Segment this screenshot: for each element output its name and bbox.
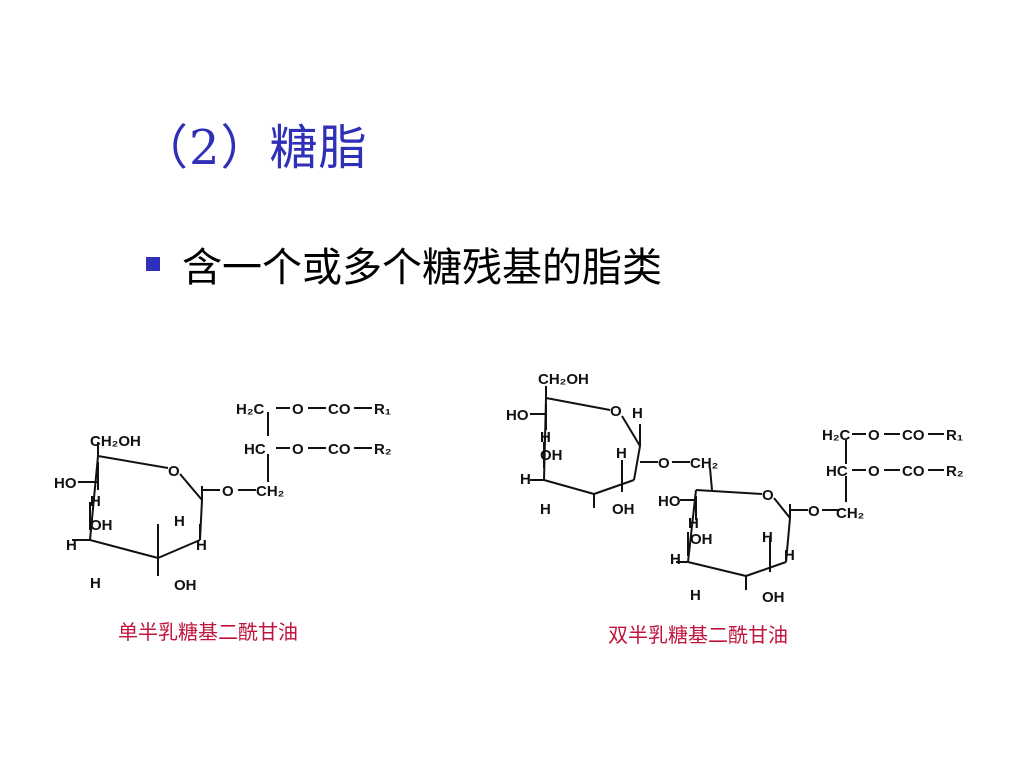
dgdg-caption: 双半乳糖基二酰甘油 <box>608 623 788 647</box>
dgdg-h2-c1: H <box>784 547 795 564</box>
slide-title: （2）糖脂 <box>140 120 368 176</box>
dgdg-o-a: O <box>868 427 880 444</box>
mgdg-o-b: O <box>292 441 304 458</box>
mgdg-co-b: CO <box>328 441 351 458</box>
dgdg-r2: R₂ <box>946 463 964 480</box>
dgdg-ch2-link2: CH₂ <box>836 505 864 522</box>
dgdg-h-c4: H <box>540 429 551 446</box>
dgdg-h2c: H₂C <box>822 427 850 444</box>
dgdg-h-c3-down: H <box>520 471 531 488</box>
dgdg-ho2: HO <box>658 493 681 510</box>
mgdg-caption: 单半乳糖基二酰甘油 <box>118 620 298 644</box>
dgdg-oh-c2: OH <box>612 501 635 518</box>
mgdg-r1: R₁ <box>374 401 391 418</box>
dgdg-h-c2: H <box>616 445 627 462</box>
mgdg-h-c3-down: H <box>66 537 77 554</box>
dgdg-h2-c3-down: H <box>670 551 681 568</box>
dgdg-co-b: CO <box>902 463 925 480</box>
dgdg-o-b: O <box>868 463 880 480</box>
mgdg-structure: CH₂OH O HO H OH H H H H OH O CH₂ H₂C O C… <box>50 390 420 610</box>
mgdg-oh-c2: OH <box>174 577 197 594</box>
mgdg-oh-c3: OH <box>90 517 113 534</box>
bullet-item: 含一个或多个糖残基的脂类 <box>146 236 662 292</box>
dgdg-oh2-c2: OH <box>762 589 785 606</box>
mgdg-h-c4-down: H <box>90 575 101 592</box>
dgdg-ring1-o: O <box>610 403 622 420</box>
mgdg-ho: HO <box>54 475 77 492</box>
dgdg-o2-link: O <box>808 503 820 520</box>
mgdg-o-a: O <box>292 401 304 418</box>
dgdg-h2-c4-down: H <box>690 587 701 604</box>
mgdg-h-c2: H <box>174 513 185 530</box>
bullet-text: 含一个或多个糖残基的脂类 <box>182 245 662 291</box>
dgdg-ch2-link: CH₂ <box>690 455 718 472</box>
square-bullet-icon <box>146 257 160 271</box>
dgdg-o-link: O <box>658 455 670 472</box>
dgdg-r1: R₁ <box>946 427 963 444</box>
mgdg-h-c4: H <box>90 493 101 510</box>
mgdg-h-c1: H <box>196 537 207 554</box>
mgdg-r2: R₂ <box>374 441 392 458</box>
dgdg-ho: HO <box>506 407 529 424</box>
dgdg-h-c4-down: H <box>540 501 551 518</box>
mgdg-h2c: H₂C <box>236 401 264 418</box>
dgdg-structure: CH₂OH O HO H OH H H H H OH O CH₂ O HO H … <box>500 360 980 610</box>
mgdg-co-a: CO <box>328 401 351 418</box>
dgdg-h2-c4: H <box>688 515 699 532</box>
mgdg-ring-o: O <box>168 463 180 480</box>
dgdg-h2-c2: H <box>762 529 773 546</box>
mgdg-ch2oh: CH₂OH <box>90 433 141 450</box>
mgdg-hc: HC <box>244 441 266 458</box>
dgdg-ring2-o: O <box>762 487 774 504</box>
dgdg-oh-c3: OH <box>540 447 563 464</box>
mgdg-ch2-link: CH₂ <box>256 483 284 500</box>
dgdg-oh2-c3: OH <box>690 531 713 548</box>
dgdg-co-a: CO <box>902 427 925 444</box>
dgdg-h-c1: H <box>632 405 643 422</box>
dgdg-hc: HC <box>826 463 848 480</box>
dgdg-ch2oh: CH₂OH <box>538 371 589 388</box>
mgdg-o-link: O <box>222 483 234 500</box>
